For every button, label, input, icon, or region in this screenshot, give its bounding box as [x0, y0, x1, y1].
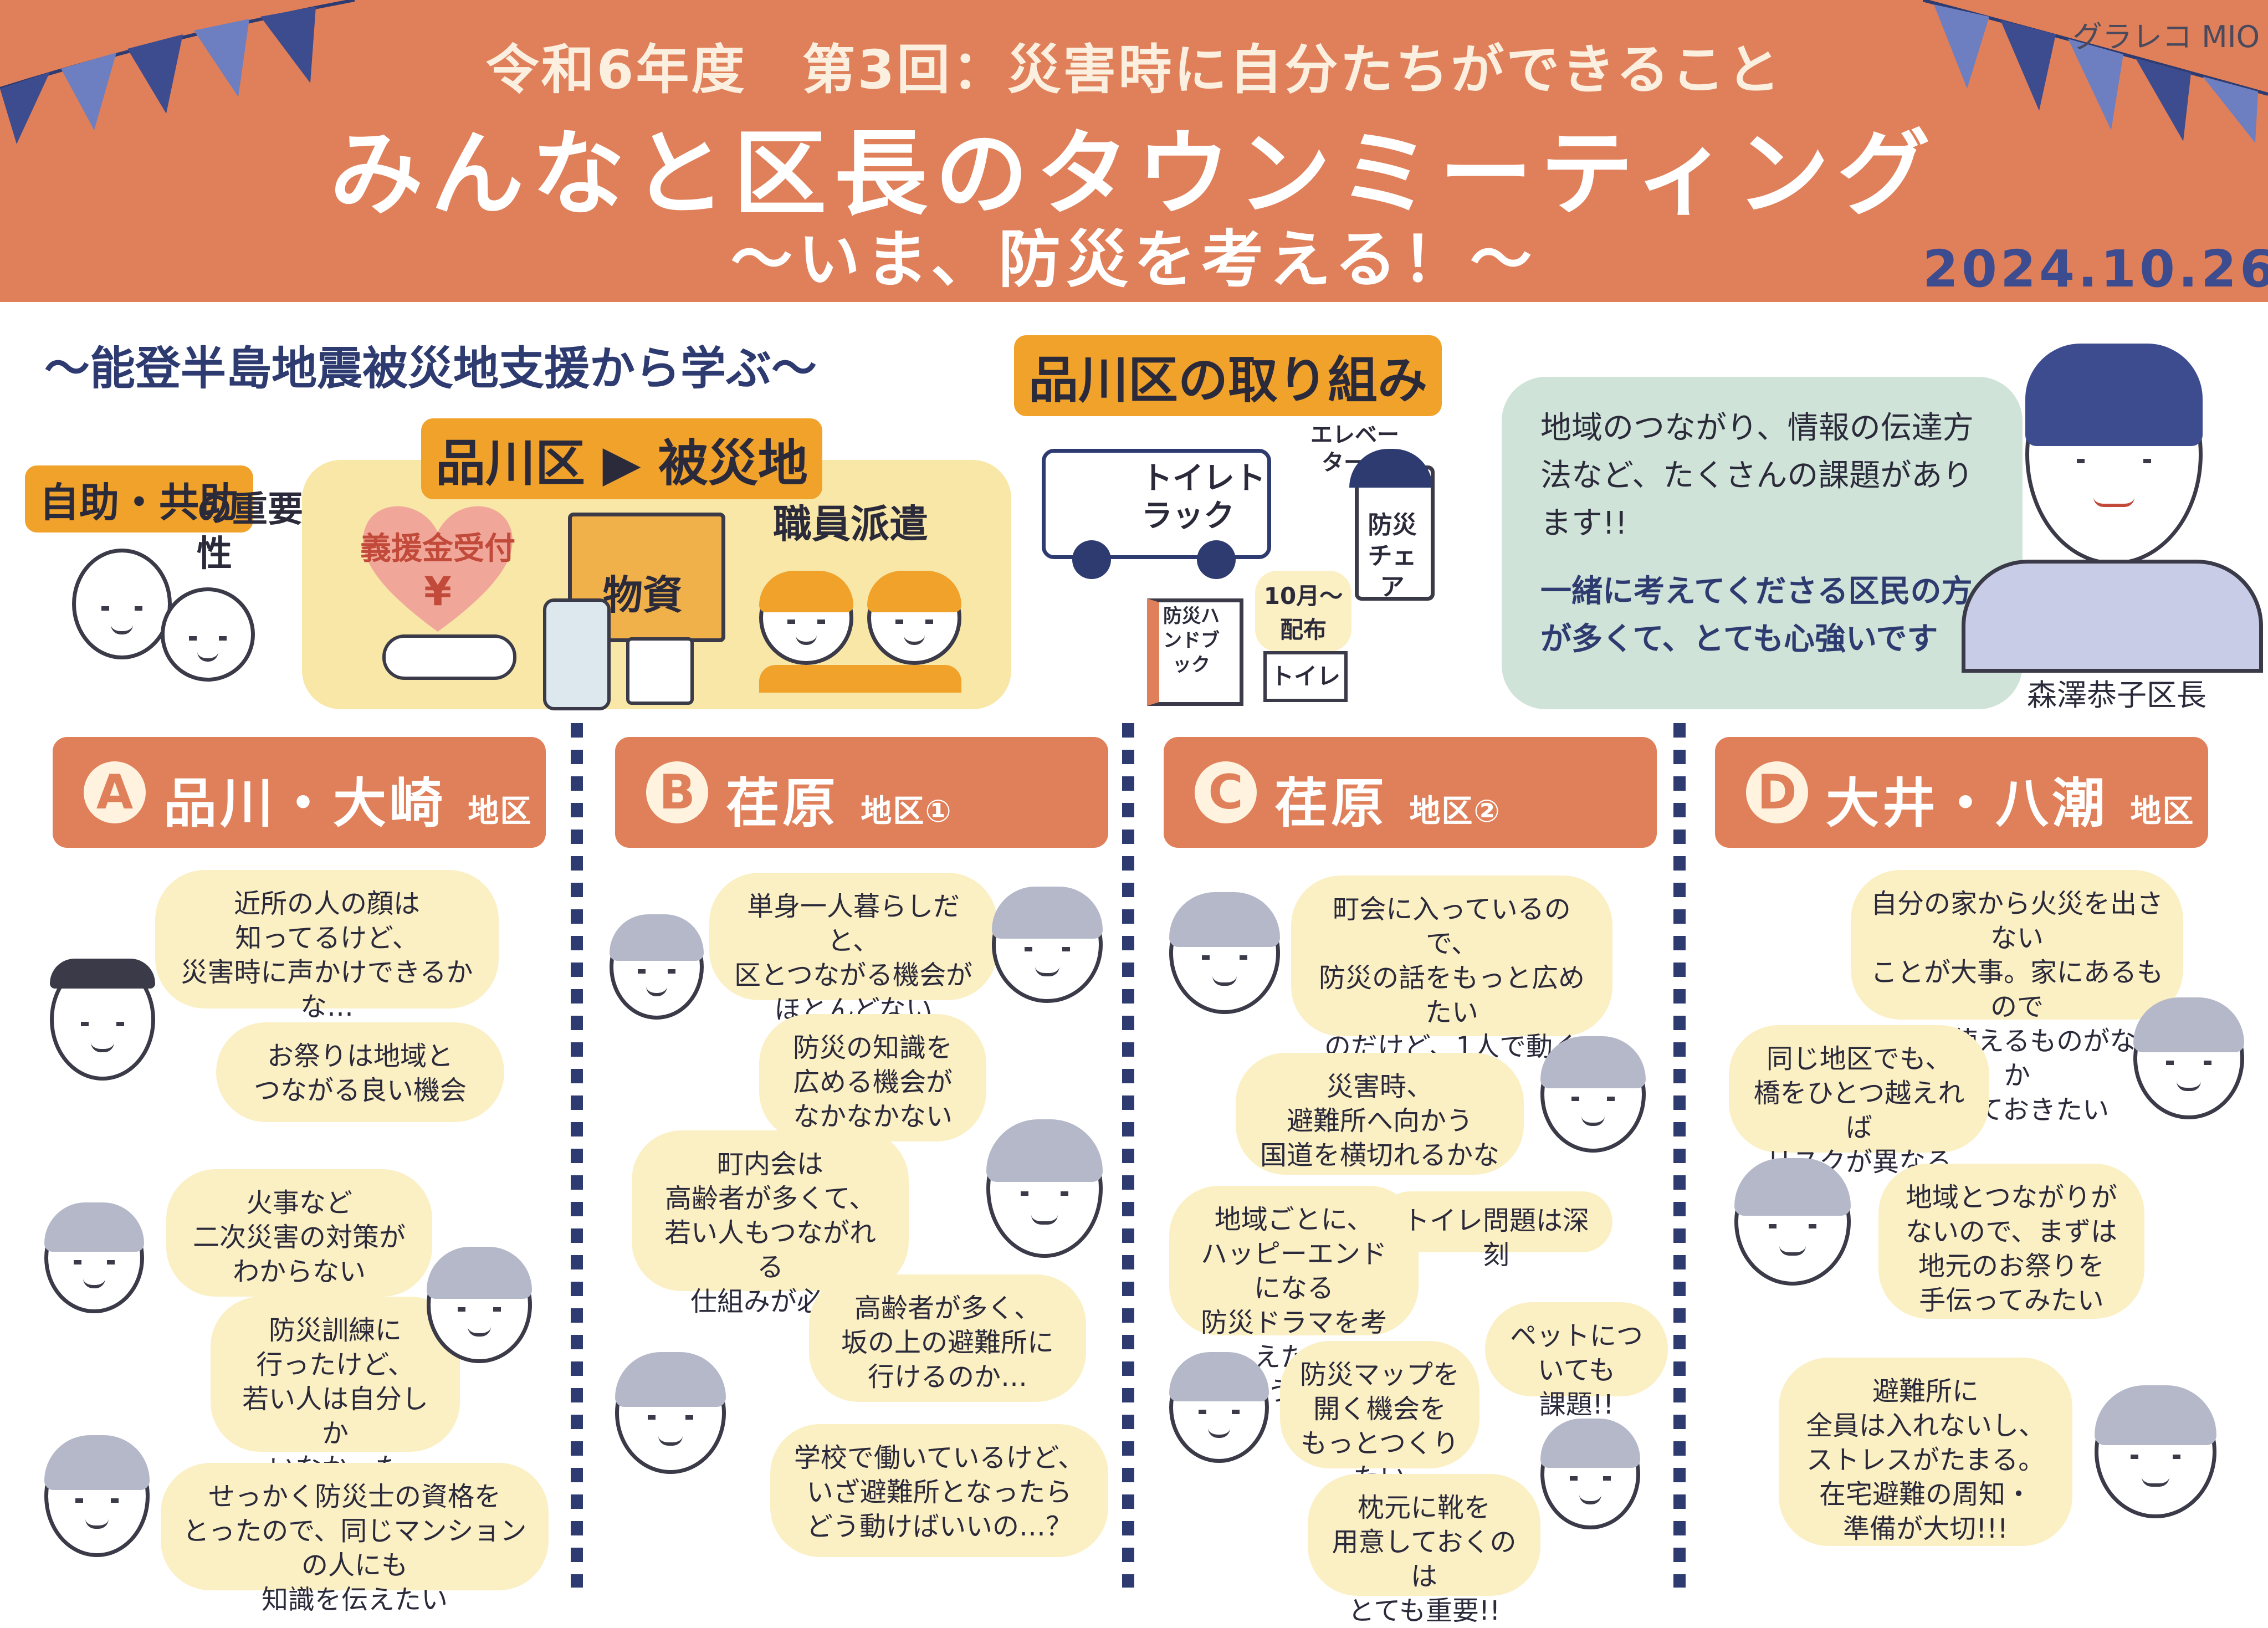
comment-bubble: 近所の人の顔は 知ってるけど、 災害時に声かけできるかな… — [155, 870, 499, 1022]
yen-label: ¥ — [423, 568, 452, 615]
staff-uniform-icon — [759, 665, 961, 693]
comment-bubble: せっかく防災士の資格を とったので、同じマンションの人にも 知識を伝えたい — [161, 1463, 549, 1615]
heart-icon — [363, 506, 513, 632]
resident-face-icon — [427, 1247, 532, 1363]
district-a-header: A 品川・大崎 地区 — [53, 737, 546, 848]
district-suffix: 地区 — [468, 793, 533, 830]
donation-label: 義援金受付 — [360, 531, 515, 567]
supplies-icon — [626, 637, 694, 705]
comment-bubble: 高齢者が多く、 坂の上の避難所に 行けるのか… — [809, 1274, 1086, 1402]
resident-face-icon — [615, 1352, 726, 1474]
mayor-comment-1: 地域のつながり、情報の伝達方法など、たくさんの課題があります!! — [1540, 410, 1974, 541]
column-divider — [1122, 723, 1134, 1588]
district-name: 荏原 — [726, 772, 839, 835]
comment-bubble: 町内会は 高齢者が多くて、 若い人もつながれる 仕組みが必要 — [632, 1130, 909, 1317]
district-suffix: 地区① — [861, 793, 953, 830]
comment-bubble: 町会に入っているので、 防災の話をもっと広めたい のだけど、1人で動くのは 大変… — [1291, 876, 1612, 1131]
resident-face-icon — [2095, 1385, 2216, 1518]
bunting-left-icon — [0, 0, 355, 144]
comment-bubble: 火事など 二次災害の対策が わからない — [166, 1169, 432, 1297]
resident-face-icon — [2133, 997, 2244, 1119]
district-letter: A — [84, 761, 146, 823]
header-banner: 令和6年度 第3回：災害時に自分たちができること みんなと区長のタウンミーティン… — [0, 0, 2268, 302]
person-icon — [72, 549, 172, 659]
district-letter: B — [646, 761, 708, 823]
wheel-icon — [1197, 540, 1236, 579]
mayor-name: 森澤恭子区長 — [2027, 678, 2206, 713]
flow-from: 品川区 — [436, 434, 585, 493]
flow-to: 被災地 — [658, 434, 808, 493]
resident-face-icon — [44, 1202, 144, 1313]
district-name: 大井・八潮 — [1826, 772, 2108, 835]
truck-label: トイレトラック — [1141, 460, 1266, 534]
handbook-label: 防災ハンドブック — [1163, 605, 1220, 676]
resident-face-icon — [44, 1435, 150, 1557]
comment-bubble: お祭りは地域と つながる良い機会 — [216, 1022, 504, 1122]
staff-person-icon — [867, 571, 961, 665]
self-help-label: の重要性 — [197, 489, 303, 575]
resident-face-icon — [1540, 1036, 1646, 1153]
district-suffix: 地区 — [2130, 793, 2195, 830]
resident-face-icon — [1169, 1352, 1269, 1463]
comment-bubble: 防災マップを 開く機会を もっとつくりたい — [1280, 1341, 1479, 1493]
comment-bubble: トイレ問題は深刻 — [1380, 1191, 1612, 1271]
goods-label: 物資 — [602, 572, 683, 618]
handbook-icon — [1147, 598, 1243, 706]
shinagawa-heading: 品川区の取り組み — [1014, 335, 1442, 416]
mayor-speech-bubble — [1502, 377, 2023, 709]
comment-bubble: 自分の家から火災を出さない ことが大事。家にあるもので 消火に使えるものがないか… — [1851, 870, 2183, 1125]
resident-face-icon — [1540, 1419, 1640, 1529]
comment-bubble: 単身一人暮らしだと、 区とつながる機会が ほとんどない — [709, 873, 997, 1025]
comment-bubble: 同じ地区でも、 橋をひとつ越えれば リスクが異なる — [1729, 1025, 1989, 1178]
header-subtitle: 令和6年度 第3回：災害時に自分たちができること — [485, 39, 1783, 101]
staff-label: 職員派遣 — [773, 501, 928, 547]
header-theme: 〜いま、防災を考える！〜 — [730, 224, 1538, 296]
wheel-icon — [1072, 540, 1111, 579]
comment-bubble: 学校で働いているけど、 いざ避難所となったら どう動けばいいの…？ — [770, 1424, 1108, 1557]
comment-bubble: 防災訓練に 行ったけど、 若い人は自分しか いなかった — [211, 1297, 460, 1483]
handshake-icon — [382, 634, 516, 680]
event-date: 2024.10.26 — [1923, 239, 2268, 299]
resident-face-icon — [50, 959, 155, 1081]
comment-bubble: 防災の知識を 広める機会が なかなかない — [759, 1014, 986, 1141]
mayor-jacket-icon — [1962, 560, 2263, 673]
page-title: みんなと区長のタウンミーティング — [330, 120, 1938, 228]
noto-heading: 〜能登半島地震被災地支援から学ぶ〜 — [44, 342, 817, 395]
district-name: 品川・大崎 — [163, 772, 446, 835]
flow-arrow-icon: ▶ — [602, 434, 641, 493]
comment-bubble: ペットについても 課題!! — [1485, 1302, 1668, 1420]
bunting-right-icon — [1923, 0, 2268, 143]
column-divider — [1673, 723, 1686, 1588]
mayor-comment-2: 一緒に考えてくださる区民の方が多くて、とても心強いです — [1540, 574, 1973, 657]
district-d-header: D 大井・八潮 地区 — [1715, 737, 2208, 848]
person-icon — [161, 587, 255, 682]
district-name: 荏原 — [1274, 772, 1388, 835]
district-letter: D — [1746, 761, 1808, 823]
resident-face-icon — [986, 1119, 1103, 1258]
resident-face-icon — [1169, 892, 1280, 1014]
district-suffix: 地区② — [1409, 793, 1501, 830]
column-divider — [571, 723, 583, 1588]
district-b-header: B 荏原 地区① — [615, 737, 1108, 848]
mayor-portrait-icon — [2025, 344, 2203, 565]
staff-person-icon — [759, 571, 853, 665]
distribution-label: 10月〜配布 — [1255, 571, 1351, 652]
water-bottle-icon — [543, 598, 611, 710]
support-flow-tag: 品川区 ▶ 被災地 — [421, 418, 822, 499]
toilet-label: トイレ — [1263, 651, 1348, 702]
self-help-tag: 自助・共助 — [25, 465, 254, 533]
comment-bubble: 災害時、 避難所へ向かう 国道を横切れるかな — [1236, 1053, 1524, 1175]
resident-face-icon — [992, 887, 1103, 1003]
resident-face-icon — [610, 914, 704, 1020]
chair-label: 防災チェア — [1368, 511, 1417, 601]
comment-bubble: 地域ごとに、 ハッピーエンドになる 防災ドラマを考えたら どうかな — [1169, 1186, 1419, 1407]
truck-icon — [1042, 449, 1271, 559]
resident-face-icon — [1734, 1158, 1851, 1286]
comment-bubble: 枕元に靴を 用意しておくのは とても重要!! — [1308, 1474, 1540, 1626]
district-c-header: C 荏原 地区② — [1164, 737, 1657, 848]
author-logo: グラレコ MIO — [2072, 19, 2260, 54]
comment-bubble: 地域とつながりが ないので、まずは 地元のお祭りを 手伝ってみたい — [1878, 1164, 2144, 1319]
district-letter: C — [1195, 761, 1257, 823]
comment-bubble: 避難所に 全員は入れないし、 ストレスがたまる。 在宅避難の周知・ 準備が大切!… — [1779, 1358, 2072, 1546]
